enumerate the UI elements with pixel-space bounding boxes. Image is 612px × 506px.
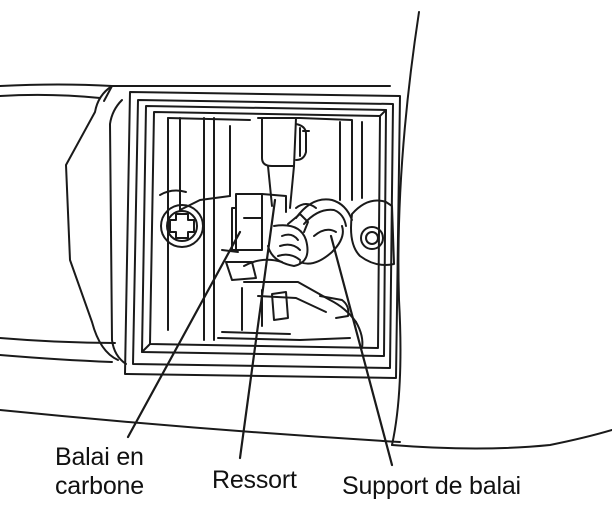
label-brush-holder: Support de balai — [342, 472, 521, 501]
brush-holder-bracket — [242, 199, 362, 348]
spring-coil — [268, 204, 316, 266]
carbon-brush-block — [222, 194, 286, 280]
label-carbon-brush: Balai en carbone — [55, 443, 144, 501]
label-spring: Ressort — [212, 466, 297, 495]
leader-line-carbon-brush — [128, 232, 240, 437]
screw-boss — [351, 201, 394, 266]
screw — [161, 205, 203, 247]
label-carbon-brush-line1: Balai en — [55, 443, 144, 472]
leader-line-spring — [240, 200, 275, 458]
tool-housing — [0, 12, 612, 449]
label-carbon-brush-line2: carbone — [55, 472, 144, 501]
leader-line-brush-holder — [331, 236, 392, 465]
